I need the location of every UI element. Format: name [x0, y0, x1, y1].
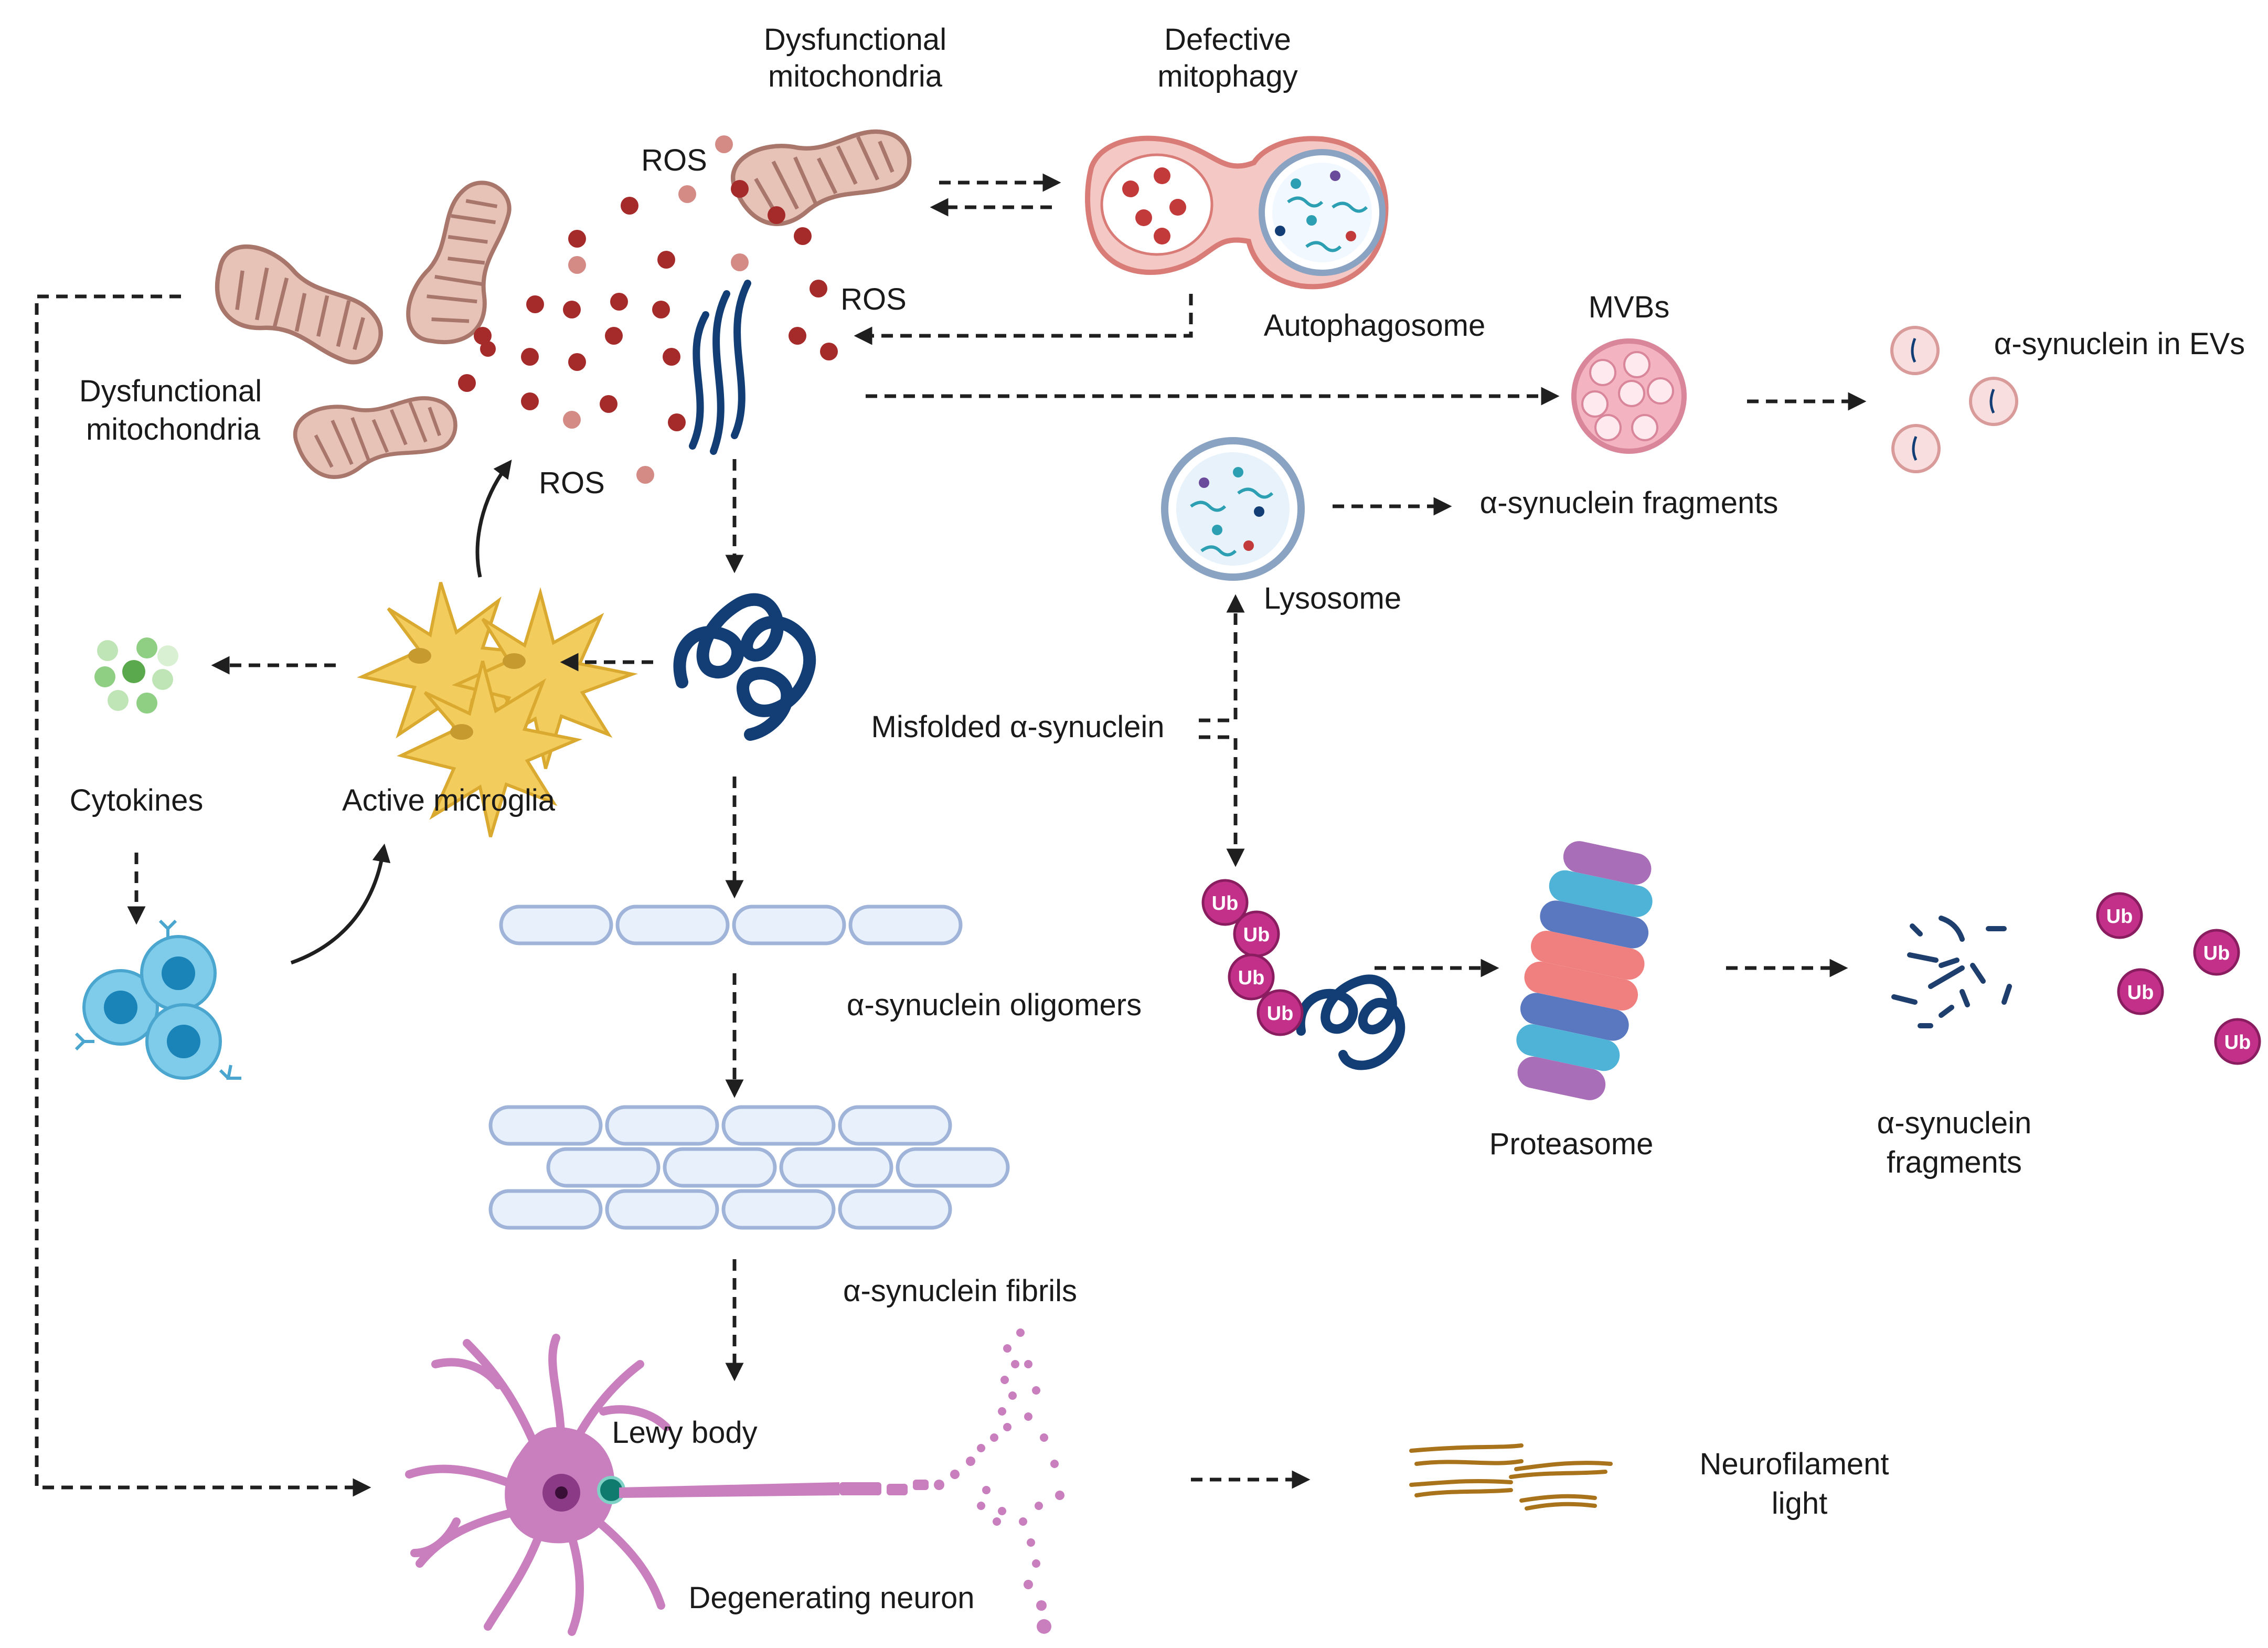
label-dysfunctional-mitochondria-left: Dysfunctional: [79, 374, 262, 408]
neurofilament-icon: [1409, 1443, 1613, 1511]
cytokines-icon: [94, 637, 178, 714]
label-asyn-in-evs: α-synuclein in EVs: [1994, 327, 2245, 361]
proteasome-icon: [1516, 841, 1653, 1100]
label-asyn-oligomers: α-synuclein oligomers: [847, 988, 1142, 1022]
synuclein-strands: [689, 280, 751, 455]
oligomers-icon: [499, 905, 963, 945]
label-asyn-fragments-proteasome-2: fragments: [1887, 1145, 2022, 1179]
ub-label: Ub: [1267, 1003, 1294, 1025]
label-lewy-body: Lewy body: [612, 1416, 757, 1450]
degenerating-neuron-icon: [405, 1328, 1064, 1636]
ubiquitinated-synuclein-icon: Ub Ub Ub Ub: [1203, 880, 1405, 1070]
synuclein-fragments-icon: [1891, 916, 2012, 1028]
label-dysfunctional-mitochondria-top-2: mitochondria: [768, 59, 943, 93]
label-ros-right: ROS: [840, 282, 907, 316]
label-dysfunctional-mitochondria-top: Dysfunctional: [764, 23, 946, 57]
mitochondrion-top: [726, 106, 917, 235]
label-neurofilament-light: Neurofilament: [1699, 1447, 1889, 1481]
label-defective-mitophagy-2: mitophagy: [1157, 59, 1298, 93]
label-dysfunctional-mitochondria-left-2: mitochondria: [86, 412, 261, 446]
ub-label: Ub: [2224, 1032, 2251, 1054]
mitochondrion-icon: [204, 238, 395, 371]
autophagosome-icon: [1085, 135, 1389, 290]
ub-label: Ub: [2203, 942, 2230, 964]
label-asyn-fragments-lysosome: α-synuclein fragments: [1480, 486, 1779, 520]
mitochondrion-icon: [726, 106, 917, 235]
immune-cells-icon: [74, 919, 241, 1080]
label-neurofilament-light-2: light: [1772, 1486, 1827, 1521]
label-ros-top: ROS: [641, 143, 707, 177]
label-asyn-fibrils: α-synuclein fibrils: [843, 1274, 1077, 1308]
label-active-microglia: Active microglia: [342, 783, 556, 817]
lysosome-icon: [1161, 437, 1305, 581]
label-ros-bottom: ROS: [539, 466, 605, 500]
label-proteasome: Proteasome: [1489, 1127, 1654, 1161]
ub-label: Ub: [1238, 967, 1265, 989]
mitochondrion-icon: [290, 376, 461, 485]
free-ubiquitin: Ub Ub Ub Ub: [2097, 894, 2260, 1064]
label-cytokines: Cytokines: [70, 783, 204, 817]
ros-particles: [458, 135, 838, 484]
extracellular-vesicles: [1890, 326, 2018, 473]
active-microglia-icon: [357, 582, 638, 837]
ub-label: Ub: [1212, 892, 1239, 915]
mitochondrion-icon: [401, 172, 516, 353]
pathway-arrows: [35, 173, 1867, 1497]
ub-label: Ub: [1243, 924, 1270, 946]
label-mvbs: MVBs: [1589, 290, 1670, 324]
label-defective-mitophagy: Defective: [1164, 23, 1291, 57]
mvb-icon: [1571, 338, 1687, 454]
label-autophagosome: Autophagosome: [1264, 309, 1485, 343]
label-asyn-fragments-proteasome: α-synuclein: [1877, 1106, 2032, 1140]
label-degenerating-neuron: Degenerating neuron: [689, 1581, 975, 1615]
label-lysosome: Lysosome: [1264, 581, 1401, 615]
fibrils-icon: [488, 1105, 1010, 1230]
label-misfolded-asyn: Misfolded α-synuclein: [871, 710, 1165, 744]
misfolded-synuclein-icon: [673, 593, 816, 741]
diagram-labels: Dysfunctional mitochondria Defective mit…: [70, 23, 2245, 1615]
ub-label: Ub: [2106, 906, 2133, 928]
ub-label: Ub: [2127, 982, 2154, 1004]
